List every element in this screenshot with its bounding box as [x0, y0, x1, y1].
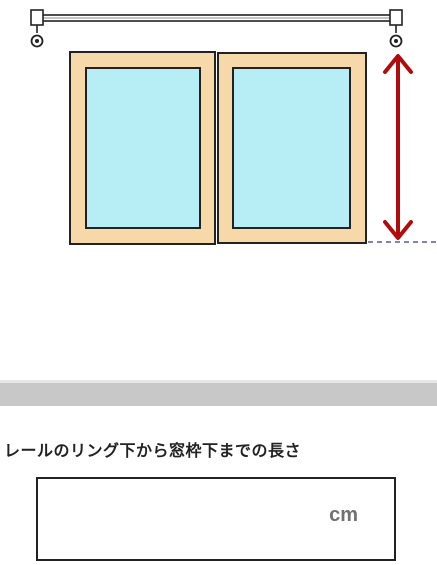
- measurement-arrow: [383, 54, 413, 240]
- measurement-label: レールのリング下から窓枠下までの長さ: [4, 441, 302, 460]
- window-measurement-illustration: [30, 9, 437, 245]
- length-input-box[interactable]: cm: [36, 477, 396, 561]
- rail-bracket-left: [30, 9, 44, 48]
- window-frame: [69, 51, 367, 245]
- curtain-rail: [37, 14, 395, 22]
- floor-bar: [0, 380, 437, 406]
- length-input[interactable]: [48, 493, 322, 547]
- unit-label: cm: [329, 504, 358, 526]
- rail-bracket-right: [389, 9, 403, 48]
